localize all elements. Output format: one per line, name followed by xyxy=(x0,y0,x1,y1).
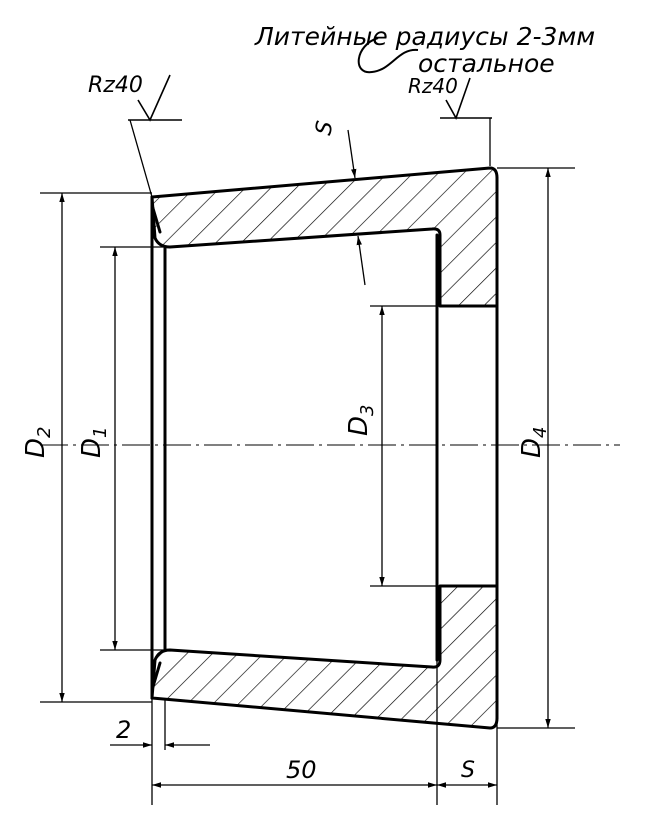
svg-text:D4: D4 xyxy=(517,427,551,458)
label-50: 50 xyxy=(286,756,317,784)
label-s-bottom: S xyxy=(461,758,475,783)
annotations: Литейные радиусы 2-3мм остальное Rz40 Rz… xyxy=(21,22,595,784)
dim-line-s-top-a xyxy=(347,129,357,179)
hatched-sections xyxy=(150,166,499,730)
label-d3: D3 xyxy=(344,405,378,436)
roughness-symbols xyxy=(128,74,492,122)
top-wall-section xyxy=(150,166,499,308)
label-2: 2 xyxy=(116,716,131,744)
roughness-label-right: Rz40 xyxy=(408,74,458,98)
roughness-symbol-right xyxy=(440,77,492,120)
label-d4: D4 xyxy=(517,427,551,458)
dimension-lines xyxy=(59,129,551,788)
roughness-symbol-left xyxy=(128,74,182,122)
tilde-symbol xyxy=(357,37,419,74)
label-s-top: S xyxy=(311,119,338,137)
svg-text:D1: D1 xyxy=(77,427,111,458)
note-casting-radii: Литейные радиусы 2-3мм xyxy=(254,22,595,51)
roughness-label-left: Rz40 xyxy=(88,73,143,98)
extension-lines xyxy=(40,118,575,805)
svg-text:D3: D3 xyxy=(344,405,378,436)
bottom-wall-section xyxy=(150,584,499,730)
svg-text:D2: D2 xyxy=(21,427,55,458)
dim-line-s-top-b xyxy=(356,235,366,286)
label-d2: D2 xyxy=(21,427,55,458)
note-other: остальное xyxy=(418,49,555,78)
label-d1: D1 xyxy=(77,427,111,458)
